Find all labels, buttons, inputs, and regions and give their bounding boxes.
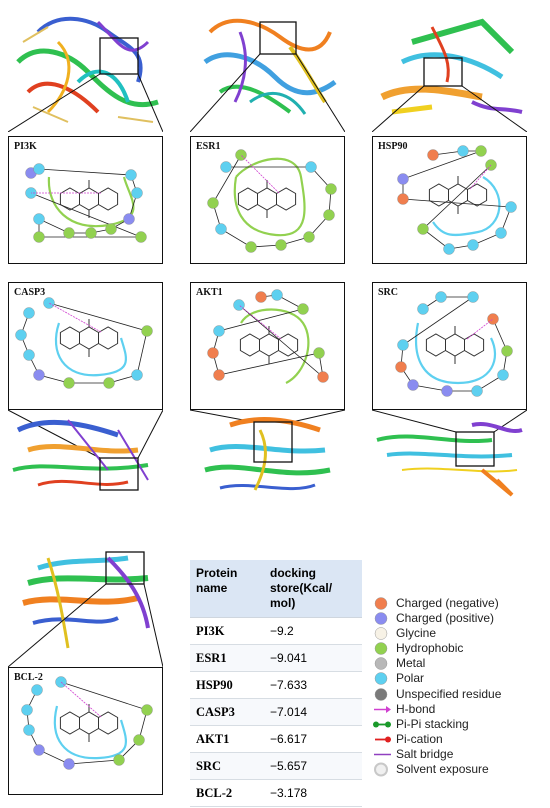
legend-item: Unspecified residue	[372, 687, 547, 702]
legend-label: Hydrophobic	[396, 641, 464, 656]
legend-label: H-bond	[396, 701, 436, 716]
bcl2-protein-structure	[8, 551, 163, 668]
panel-label: PI3K	[14, 141, 37, 152]
interaction-panel-hsp90: HSP90	[372, 136, 527, 264]
ligand-interaction-diagram	[395, 291, 513, 397]
casp3-protein-structure	[8, 410, 163, 491]
circle-legend-icon	[374, 642, 388, 656]
legend-label: Salt bridge	[396, 746, 454, 761]
table-row: AKT1−6.617	[190, 725, 362, 753]
panel-label: CASP3	[14, 287, 46, 298]
interaction-panel-bcl2: BCL-2	[8, 667, 163, 795]
legend-item: Metal	[372, 656, 547, 671]
docking-score-cell: −5.657	[264, 752, 362, 780]
legend-item: Polar	[372, 671, 547, 686]
pipi-legend-icon	[373, 721, 391, 728]
interaction-legend: Charged (negative)Charged (positive)Glyc…	[372, 596, 547, 777]
legend-item: Charged (negative)	[372, 596, 547, 611]
interaction-panel-pi3k: PI3K	[8, 136, 163, 264]
protein-name-cell: HSP90	[190, 671, 264, 699]
ligand-interaction-diagram	[207, 149, 337, 253]
table-row: HSP90−7.633	[190, 671, 362, 699]
legend-label: Metal	[396, 656, 426, 671]
ligand-interaction-diagram	[15, 297, 153, 389]
table-row: CASP3−7.014	[190, 698, 362, 726]
circle-legend-icon	[374, 672, 388, 686]
src-protein-structure	[372, 410, 527, 497]
protein-name-cell: ESR1	[190, 644, 264, 672]
circle-legend-icon	[374, 627, 388, 640]
legend-item: Glycine	[372, 626, 547, 641]
hsp90-protein-structure	[372, 18, 527, 132]
ligand-interaction-diagram	[207, 289, 329, 384]
circle-legend-icon	[374, 612, 388, 625]
legend-label: Polar	[396, 671, 425, 686]
circle-legend-icon	[374, 597, 388, 610]
legend-label: Charged (positive)	[396, 611, 495, 626]
docking-score-cell: −9.041	[264, 644, 362, 672]
solvent-legend-icon	[374, 762, 388, 777]
circle-legend-icon	[374, 687, 388, 701]
table-row: ESR1−9.041	[190, 644, 362, 672]
legend-item: Charged (positive)	[372, 611, 547, 626]
legend-label: Unspecified residue	[396, 686, 502, 701]
pication-legend-icon	[375, 736, 391, 743]
legend-label: Pi-cation	[396, 731, 443, 746]
esr1-protein-structure	[190, 18, 345, 132]
protein-name-cell: CASP3	[190, 698, 264, 726]
legend-item: Solvent exposure	[372, 762, 547, 777]
legend-label: Glycine	[396, 626, 437, 641]
panel-label: AKT1	[196, 287, 223, 298]
protein-name-cell: BCL-2	[190, 779, 264, 807]
protein-name-cell: PI3K	[190, 617, 264, 645]
docking-score-cell: −9.2	[264, 617, 362, 645]
legend-item: Pi-cation	[372, 732, 547, 747]
panel-label: BCL-2	[14, 672, 43, 683]
circle-legend-icon	[374, 657, 388, 671]
table-header-row: Protein name docking store(Kcal/ mol)	[190, 560, 362, 618]
interaction-panel-akt1: AKT1	[190, 282, 345, 410]
table-row: BCL-2−3.178	[190, 779, 362, 807]
docking-score-cell: −6.617	[264, 725, 362, 753]
header-docking-score: docking store(Kcal/ mol)	[264, 560, 362, 618]
docking-score-cell: −7.633	[264, 671, 362, 699]
legend-label: Solvent exposure	[396, 762, 489, 777]
header-protein-name: Protein name	[190, 560, 264, 618]
docking-score-cell: −7.014	[264, 698, 362, 726]
legend-item: Hydrophobic	[372, 641, 547, 656]
ligand-interaction-diagram	[25, 163, 147, 243]
hbond-legend-icon	[374, 705, 391, 713]
salt-legend-icon	[374, 753, 391, 756]
interaction-panel-src: SRC	[372, 282, 527, 410]
interaction-panel-casp3: CASP3	[8, 282, 163, 410]
legend-item: Pi-Pi stacking	[372, 717, 547, 732]
table-row: PI3K−9.2	[190, 617, 362, 645]
pi3k-protein-structure	[8, 16, 163, 132]
interaction-panel-esr1: ESR1	[190, 136, 345, 264]
panel-label: SRC	[378, 287, 399, 298]
protein-name-cell: AKT1	[190, 725, 264, 753]
legend-label: Pi-Pi stacking	[396, 716, 469, 731]
docking-score-table: Protein name docking store(Kcal/ mol) PI…	[190, 560, 362, 807]
protein-name-cell: SRC	[190, 752, 264, 780]
panel-label: HSP90	[378, 141, 408, 152]
docking-score-cell: −3.178	[264, 779, 362, 807]
panel-label: ESR1	[196, 141, 221, 152]
akt1-protein-structure	[190, 410, 345, 491]
ligand-interaction-diagram	[21, 676, 153, 770]
legend-item: Salt bridge	[372, 747, 547, 762]
legend-label: Charged (negative)	[396, 596, 499, 610]
table-row: SRC−5.657	[190, 752, 362, 780]
ligand-interaction-diagram	[397, 145, 517, 255]
legend-item: H-bond	[372, 702, 547, 717]
